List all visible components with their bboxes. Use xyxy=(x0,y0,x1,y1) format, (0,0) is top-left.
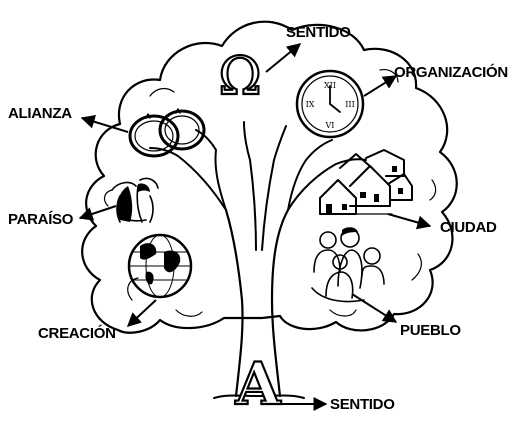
arrow-alianza xyxy=(80,114,129,133)
label-pueblo: PUEBLO xyxy=(400,322,461,339)
label-sentido-bottom: SENTIDO xyxy=(330,396,395,413)
arrow-paraiso xyxy=(78,205,117,221)
clock-numeral-9: IX xyxy=(306,100,315,109)
connector-arrows xyxy=(78,43,432,411)
alpha-symbol: A xyxy=(234,350,281,418)
label-creacion: CREACIÓN xyxy=(38,324,116,342)
label-alianza: ALIANZA xyxy=(8,105,72,122)
label-organizacion: ORGANIZACIÓN xyxy=(394,63,508,81)
label-sentido-top: SENTIDO xyxy=(286,24,351,41)
tree-canopy-outline xyxy=(81,20,458,334)
arrow-ciudad xyxy=(387,213,432,230)
clock-icon: XII III VI IX xyxy=(295,69,365,139)
paradise-icon xyxy=(111,177,159,223)
ground-line xyxy=(213,394,305,399)
people-group-icon xyxy=(311,227,385,303)
wedding-rings-icon xyxy=(128,108,206,158)
city-houses-icon xyxy=(319,149,413,215)
tree-branches xyxy=(149,121,367,251)
canopy-inner-scallops xyxy=(103,69,437,317)
clock-numeral-3: III xyxy=(345,100,354,109)
clock-numeral-6: VI xyxy=(325,121,335,130)
arrow-organizacion xyxy=(363,75,398,97)
arrow-pueblo xyxy=(351,293,398,323)
label-ciudad: CIUDAD xyxy=(440,219,497,236)
globe-icon xyxy=(127,233,193,299)
omega-symbol: Ω xyxy=(218,47,261,107)
arrow-sentido-top xyxy=(265,43,302,73)
arrow-creacion xyxy=(126,299,157,327)
label-paraiso: PARAÍSO xyxy=(8,211,74,228)
tree-trunk xyxy=(224,208,290,398)
